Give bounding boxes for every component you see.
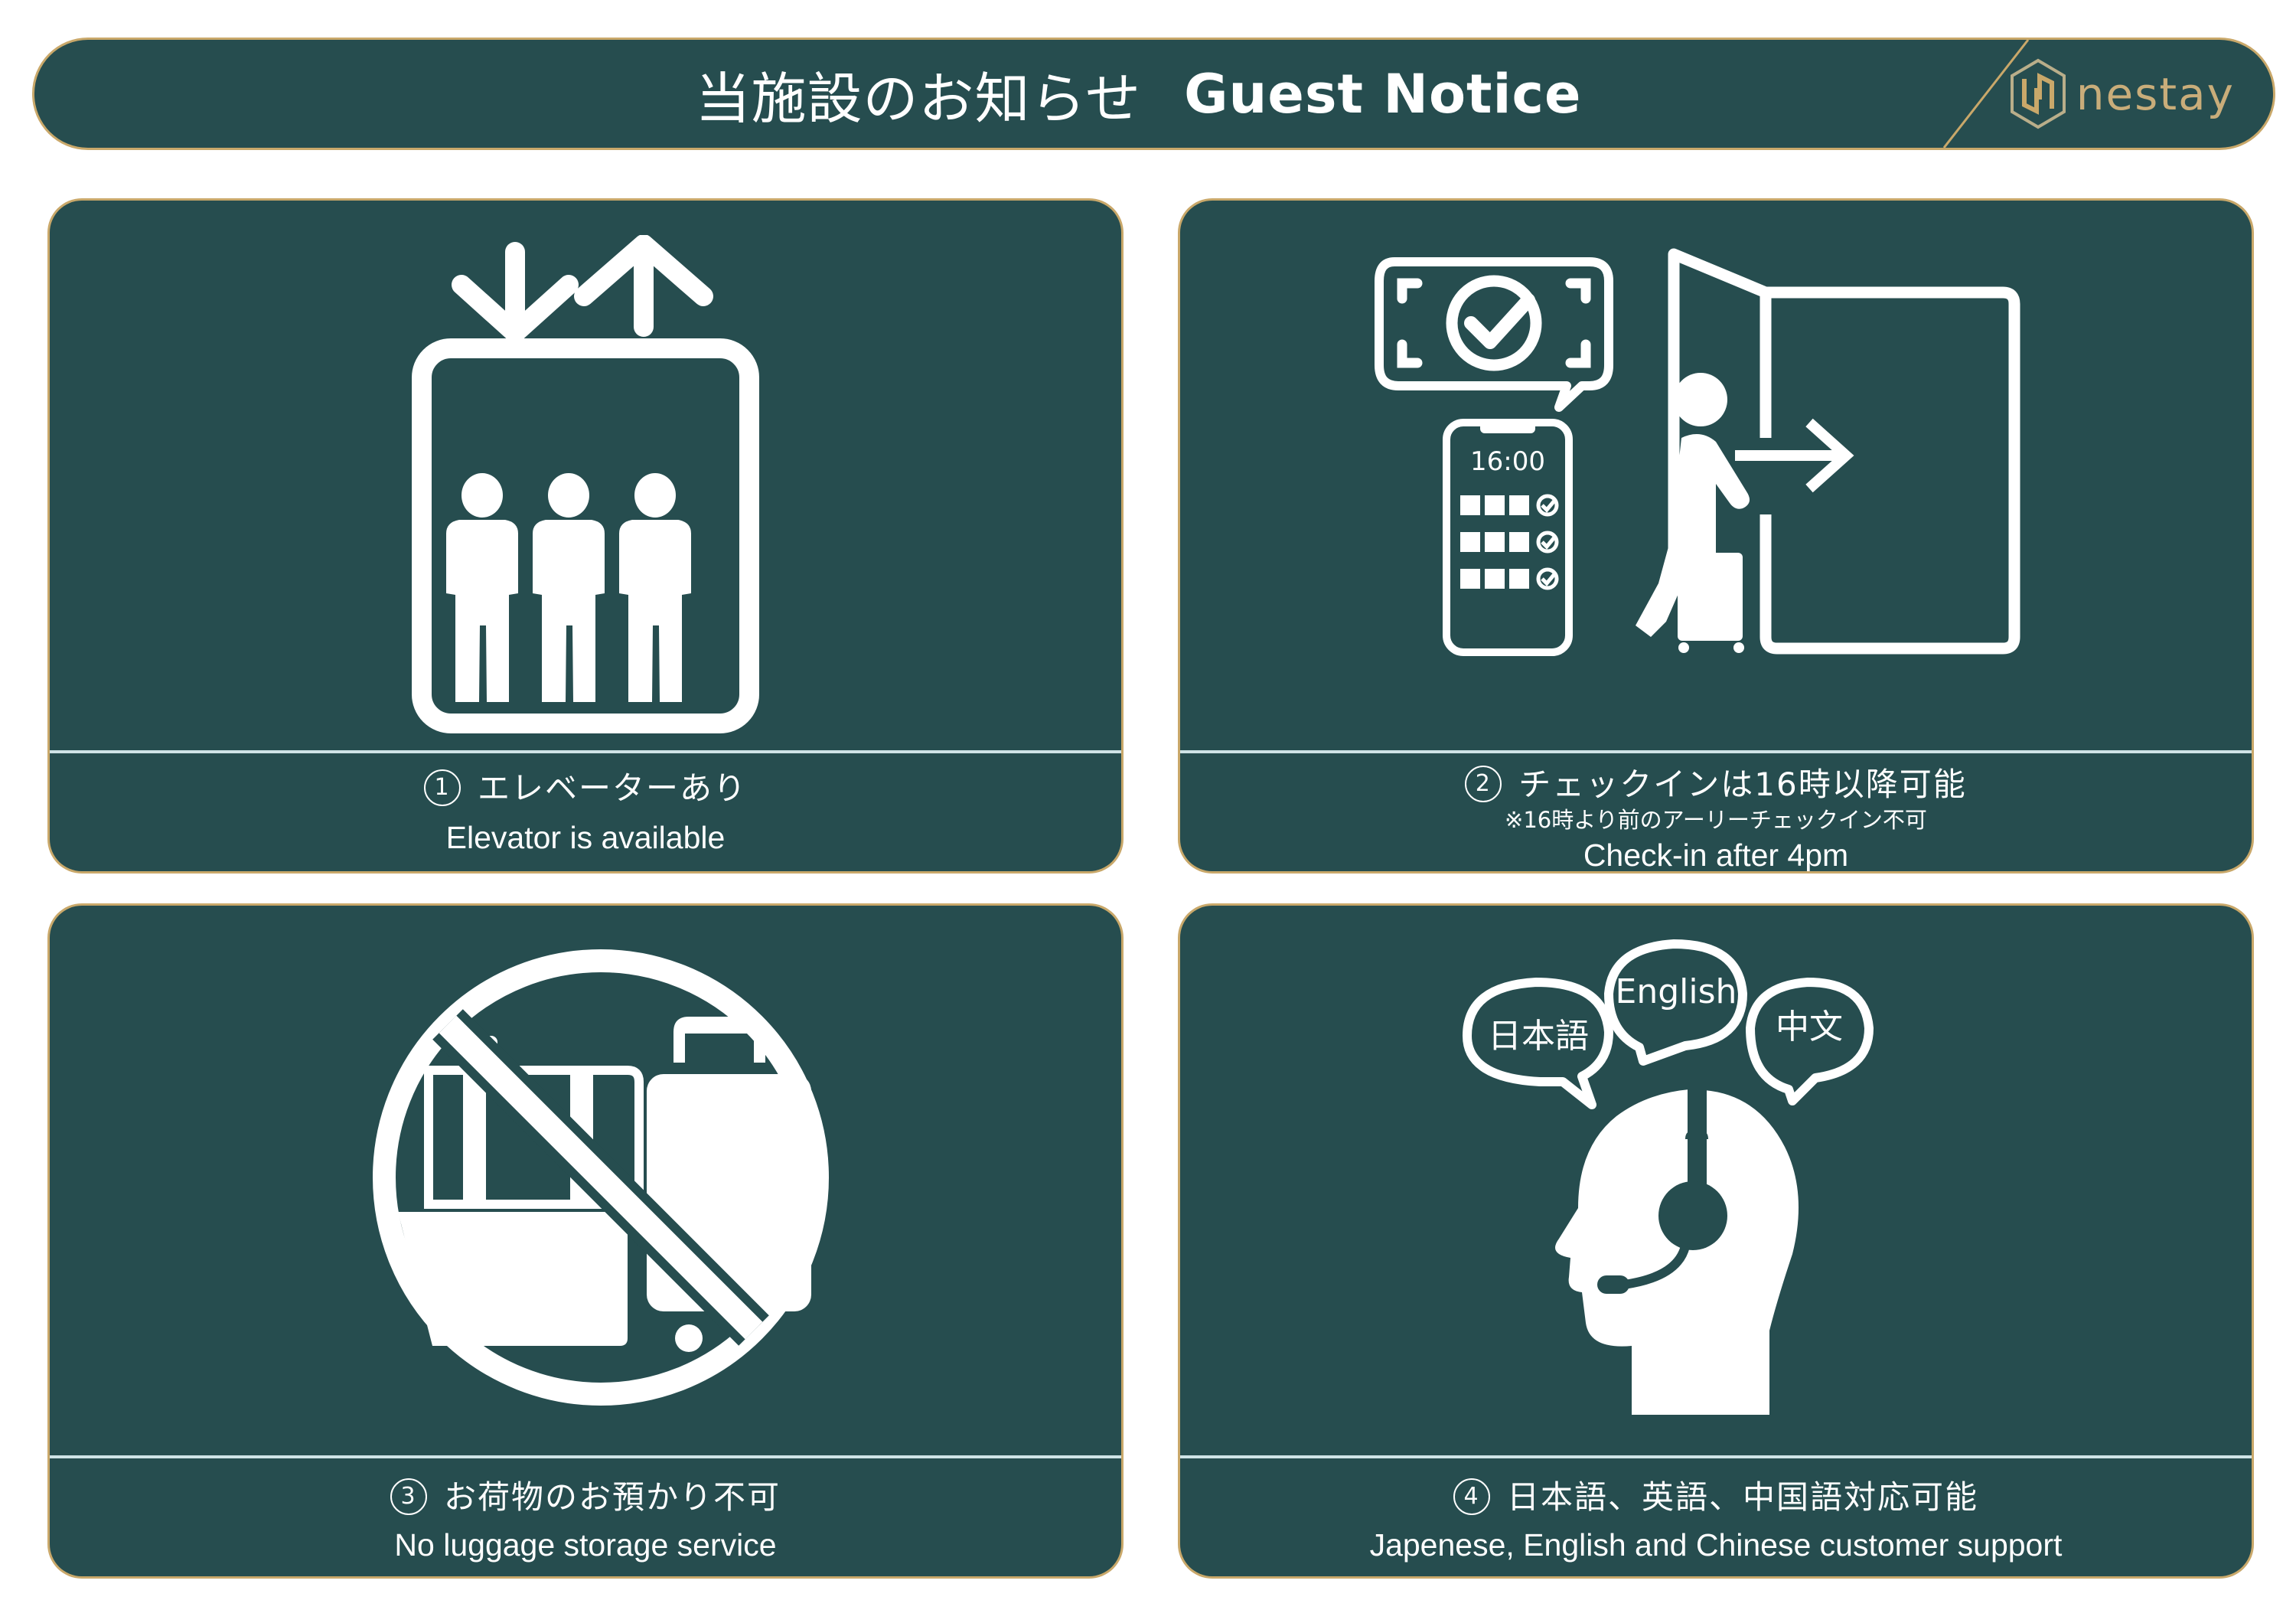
title-japanese: 当施設のお知らせ [695, 67, 1142, 131]
panel-divider [50, 750, 1121, 753]
notice-panel-language: 日本語 English 中文 4 日本語、英語、中国語対応可能 Japenese,… [1180, 906, 2252, 1576]
panel-divider [1180, 750, 2252, 753]
caption: 3 お荷物のお預かり不可 No luggage storage service [50, 1476, 1121, 1566]
svg-text:日本語: 日本語 [1488, 1017, 1589, 1056]
open-door-icon [1668, 248, 2020, 655]
svg-text:English: English [1616, 972, 1737, 1011]
caption-english: No luggage storage service [394, 1527, 777, 1563]
caption: 4 日本語、英語、中国語対応可能 Japenese, English and Ch… [1180, 1476, 2252, 1566]
caption-japanese: 1 エレベーターあり [50, 767, 1121, 810]
speech-bubble-japanese [1463, 978, 1613, 1109]
speech-bubble-chinese [1746, 978, 1874, 1105]
notice-panel-luggage: 3 お荷物のお預かり不可 No luggage storage service [50, 906, 1121, 1576]
caption-japanese: 4 日本語、英語、中国語対応可能 [1180, 1476, 2252, 1519]
elevator-icon [412, 235, 759, 733]
title-english: Guest Notice [1184, 62, 1582, 126]
svg-text:16:00: 16:00 [1470, 446, 1545, 477]
number-badge: 1 [423, 769, 461, 806]
caption-jp-text: チェックインは16時以降可能 [1518, 766, 1967, 803]
check-in-door-icon: 16:00 [1375, 248, 2020, 656]
caption-note: ※16時より前のアーリーチェックイン不可 [1505, 807, 1927, 833]
headset-person-icon [1555, 1086, 1799, 1415]
caption-jp-text: 日本語、英語、中国語対応可能 [1506, 1478, 1978, 1516]
caption: 2 チェックインは16時以降可能 ※16時より前のアーリーチェックイン不可 Che… [1180, 763, 2252, 871]
logo-text: nestay [2076, 67, 2235, 120]
number-badge: 4 [1453, 1478, 1490, 1515]
caption-japanese: 2 チェックインは16時以降可能 [1180, 763, 2252, 806]
svg-text:中文: 中文 [1776, 1007, 1843, 1047]
caption-jp-text: エレベーターあり [477, 769, 747, 807]
caption: 1 エレベーターあり Elevator is available [50, 767, 1121, 859]
caption-jp-text: お荷物のお預かり不可 [443, 1478, 781, 1516]
page-title: 当施設のお知らせ Guest Notice [34, 40, 2273, 148]
panel-divider [1180, 1455, 2252, 1458]
no-luggage-icon [373, 949, 829, 1406]
caption-english: Elevator is available [445, 820, 726, 855]
header-banner: 当施設のお知らせ Guest Notice nestay [34, 40, 2273, 148]
verified-check-icon [1375, 257, 1613, 412]
number-badge: 2 [1465, 765, 1502, 802]
number-badge: 3 [390, 1478, 427, 1515]
smartphone-icon: 16:00 [1443, 419, 1573, 656]
walking-traveler-icon [1636, 373, 1750, 653]
notice-panel-checkin: 16:00 [1180, 201, 2252, 871]
speech-bubble-english [1604, 939, 1747, 1066]
panel-divider [50, 1455, 1121, 1458]
caption-english: Check-in after 4pm [1583, 838, 1849, 871]
nestay-logo: nestay [2007, 54, 2235, 134]
caption-japanese: 3 お荷物のお預かり不可 [50, 1476, 1121, 1519]
notice-panel-elevator: 1 エレベーターあり Elevator is available [50, 201, 1121, 871]
nestay-hexagon-logo-icon [2010, 58, 2066, 129]
caption-english: Japenese, English and Chinese customer s… [1369, 1527, 2063, 1563]
multilingual-support-icon: 日本語 English 中文 [1463, 939, 1874, 1415]
